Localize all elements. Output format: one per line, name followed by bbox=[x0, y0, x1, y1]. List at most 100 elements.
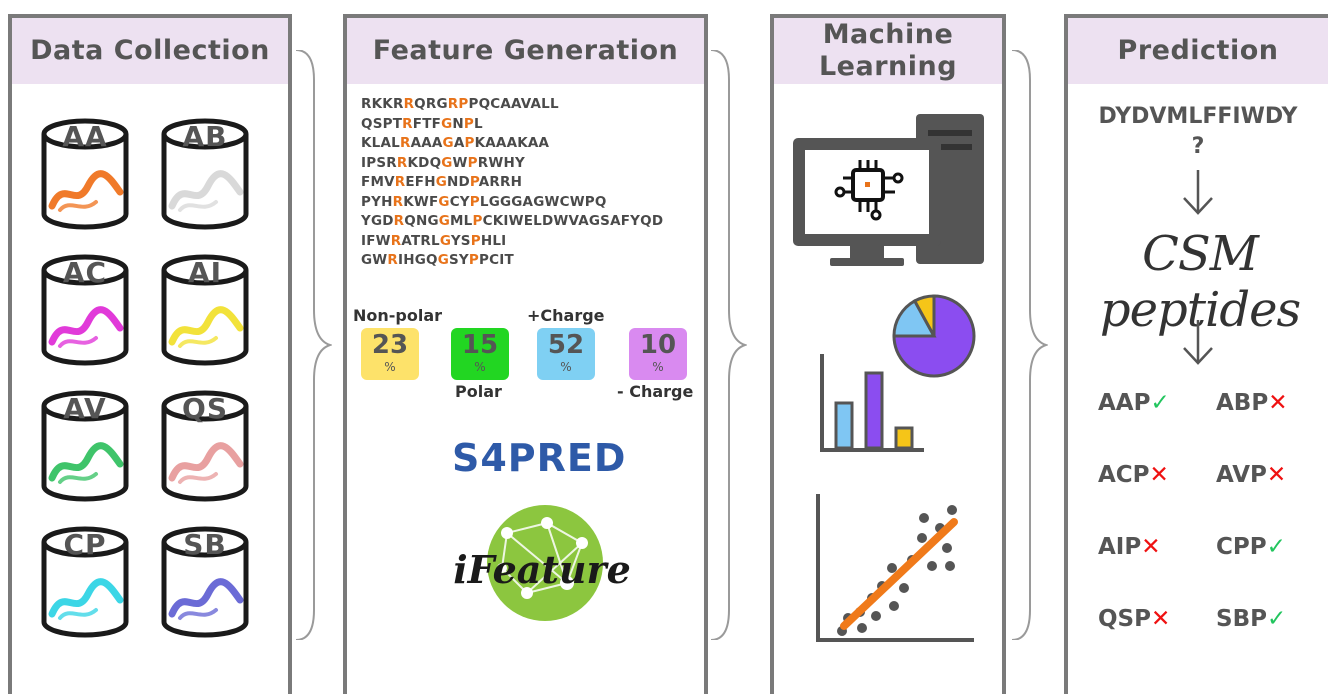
sequence-row: YGDRQNGGMLPCKIWELDWVAGSAFYQD bbox=[361, 213, 664, 229]
dataset-cylinder: AV bbox=[40, 390, 130, 502]
neg-charge-unit: % bbox=[652, 360, 664, 374]
class-label: CPP bbox=[1216, 534, 1267, 560]
dataset-label: AV bbox=[63, 392, 107, 425]
cross-icon: ✕ bbox=[1268, 390, 1288, 416]
chip-icon bbox=[834, 160, 904, 221]
scatter-plot-icon bbox=[816, 494, 974, 642]
check-icon: ✓ bbox=[1150, 390, 1170, 416]
database-icon bbox=[41, 118, 129, 230]
dataset-cylinder: SB bbox=[160, 526, 250, 638]
pos-charge-label: +Charge bbox=[527, 306, 605, 325]
database-icon bbox=[161, 118, 249, 230]
dataset-cylinder: QS bbox=[160, 390, 250, 502]
prediction-result: AIP✕ bbox=[1098, 534, 1161, 560]
bar-chart-icon bbox=[820, 354, 924, 452]
database-icon bbox=[41, 254, 129, 366]
question-mark: ? bbox=[1191, 134, 1205, 159]
dataset-label: CP bbox=[63, 528, 107, 561]
class-label: ABP bbox=[1216, 390, 1269, 416]
database-icon bbox=[161, 390, 249, 502]
sequence-row: PYHRKWFGCYPLGGGAGWCWPQ bbox=[361, 193, 607, 210]
prediction-result: ACP✕ bbox=[1098, 462, 1169, 488]
model-name: CSM peptides bbox=[1099, 226, 1301, 338]
data-collection-panel: Data Collection AA AB AC AI AV QS CP SB bbox=[8, 14, 292, 694]
dataset-label: AI bbox=[187, 256, 223, 289]
dataset-cylinder: AA bbox=[40, 118, 130, 230]
polar-unit: % bbox=[474, 360, 486, 374]
database-icon bbox=[161, 526, 249, 638]
dataset-cylinder: CP bbox=[40, 526, 130, 638]
polar-box: 15 % bbox=[451, 328, 509, 380]
bar bbox=[834, 401, 854, 450]
dataset-label: AC bbox=[62, 256, 108, 289]
neg-charge-label: - Charge bbox=[617, 382, 694, 401]
class-label: AIP bbox=[1098, 534, 1142, 560]
check-icon: ✓ bbox=[1266, 606, 1287, 632]
brace-icon bbox=[710, 50, 747, 640]
prediction-panel: Prediction DYDVMLFFIWDY ? CSM peptides A… bbox=[1064, 14, 1328, 694]
sequence-row: RKKRRQRGRPPQCAAVALL bbox=[361, 96, 559, 112]
arrow-down-icon bbox=[1183, 320, 1213, 365]
bar bbox=[864, 371, 884, 450]
dataset-label: AA bbox=[62, 120, 108, 153]
class-label: SBP bbox=[1216, 606, 1267, 632]
nonpolar-value: 23 bbox=[371, 330, 409, 360]
computer-icon bbox=[793, 114, 984, 266]
database-icon bbox=[41, 526, 129, 638]
prediction-result: ABP✕ bbox=[1216, 390, 1287, 416]
brace-icon bbox=[1011, 50, 1048, 640]
database-icon bbox=[41, 390, 129, 502]
pos-charge-value: 52 bbox=[547, 330, 585, 360]
cross-icon: ✕ bbox=[1150, 606, 1171, 632]
dataset-label: AB bbox=[182, 120, 228, 153]
prediction-result: SBP✓ bbox=[1216, 606, 1286, 632]
prediction-result: QSP✕ bbox=[1098, 606, 1170, 632]
pie-chart-icon bbox=[892, 294, 976, 378]
sequence-row: IFWRATRLGYSPHLI bbox=[361, 232, 507, 249]
database-icon bbox=[161, 254, 249, 366]
sequence-row: FMVREFHGNDPARRH bbox=[361, 174, 523, 190]
class-label: AAP bbox=[1098, 390, 1151, 416]
neg-charge-value: 10 bbox=[639, 330, 677, 360]
sequence-row: QSPTRFTFGNPL bbox=[361, 115, 483, 132]
dataset-cylinder: AC bbox=[40, 254, 130, 366]
pos-charge-box: 52 % bbox=[537, 328, 595, 380]
class-label: AVP bbox=[1216, 462, 1267, 488]
dataset-label: QS bbox=[182, 392, 228, 425]
cross-icon: ✕ bbox=[1141, 534, 1161, 560]
check-icon: ✓ bbox=[1266, 534, 1286, 560]
neg-charge-box: 10 % bbox=[629, 328, 687, 380]
class-label: QSP bbox=[1098, 606, 1151, 632]
nonpolar-label: Non-polar bbox=[353, 306, 443, 325]
class-label: ACP bbox=[1098, 462, 1150, 488]
nonpolar-box: 23 % bbox=[361, 328, 419, 380]
data-collection-title: Data Collection bbox=[12, 18, 288, 84]
bar bbox=[894, 426, 914, 450]
pie-slice bbox=[912, 294, 936, 337]
dataset-cylinder: AB bbox=[160, 118, 250, 230]
prediction-result: AAP✓ bbox=[1098, 390, 1170, 416]
ml-title-line2: Learning bbox=[818, 51, 958, 82]
cross-icon: ✕ bbox=[1149, 462, 1169, 488]
ifeature-text: iFeature bbox=[453, 547, 631, 592]
polar-value: 15 bbox=[461, 330, 499, 360]
s4pred-logo: S4PRED bbox=[452, 436, 627, 480]
ifeature-logo: iFeature bbox=[453, 505, 631, 621]
polar-label: Polar bbox=[455, 382, 502, 401]
charts-icon bbox=[820, 294, 976, 452]
cross-icon: ✕ bbox=[1266, 462, 1287, 488]
nonpolar-unit: % bbox=[384, 360, 396, 374]
prediction-result: CPP✓ bbox=[1216, 534, 1286, 560]
prediction-title: Prediction bbox=[1068, 18, 1328, 84]
dataset-cylinder: AI bbox=[160, 254, 250, 366]
sequence-row: GWRIHGQGSYPPCIT bbox=[361, 252, 514, 268]
brace-icon bbox=[295, 50, 332, 640]
globe-icon bbox=[487, 505, 603, 621]
arrow-down-icon bbox=[1183, 170, 1213, 215]
sequence-row: IPSRRKDQGWPRWHY bbox=[361, 154, 525, 171]
sequence-row: KLALRAAAGAPKAAAKAA bbox=[361, 135, 550, 151]
query-sequence: DYDVMLFFIWDY bbox=[1098, 104, 1298, 129]
